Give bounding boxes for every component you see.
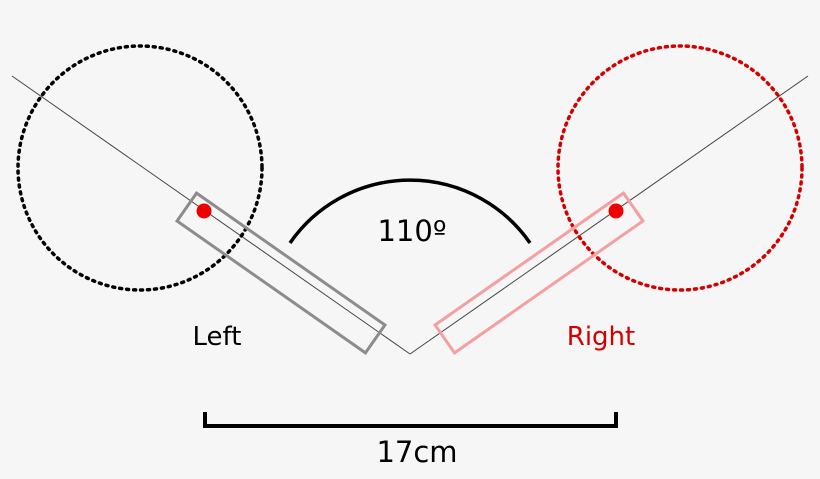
left-microphone [174,191,388,355]
angle-arc [288,178,532,244]
distance-label: 17cm [376,435,457,469]
left-label: Left [193,322,242,352]
left-axis-line [11,75,411,355]
distance-bracket [203,412,618,428]
right-label: Right [567,322,635,352]
right-microphone [432,191,646,355]
left-microphone-body [174,191,388,355]
angle-label: 110º [377,214,446,248]
right-microphone-body [432,191,646,355]
right-capsule-dot [608,203,624,219]
left-capsule-dot [196,203,212,219]
right-axis-line [409,75,809,355]
right-pickup-pattern [556,44,804,292]
left-pickup-pattern [16,44,264,292]
